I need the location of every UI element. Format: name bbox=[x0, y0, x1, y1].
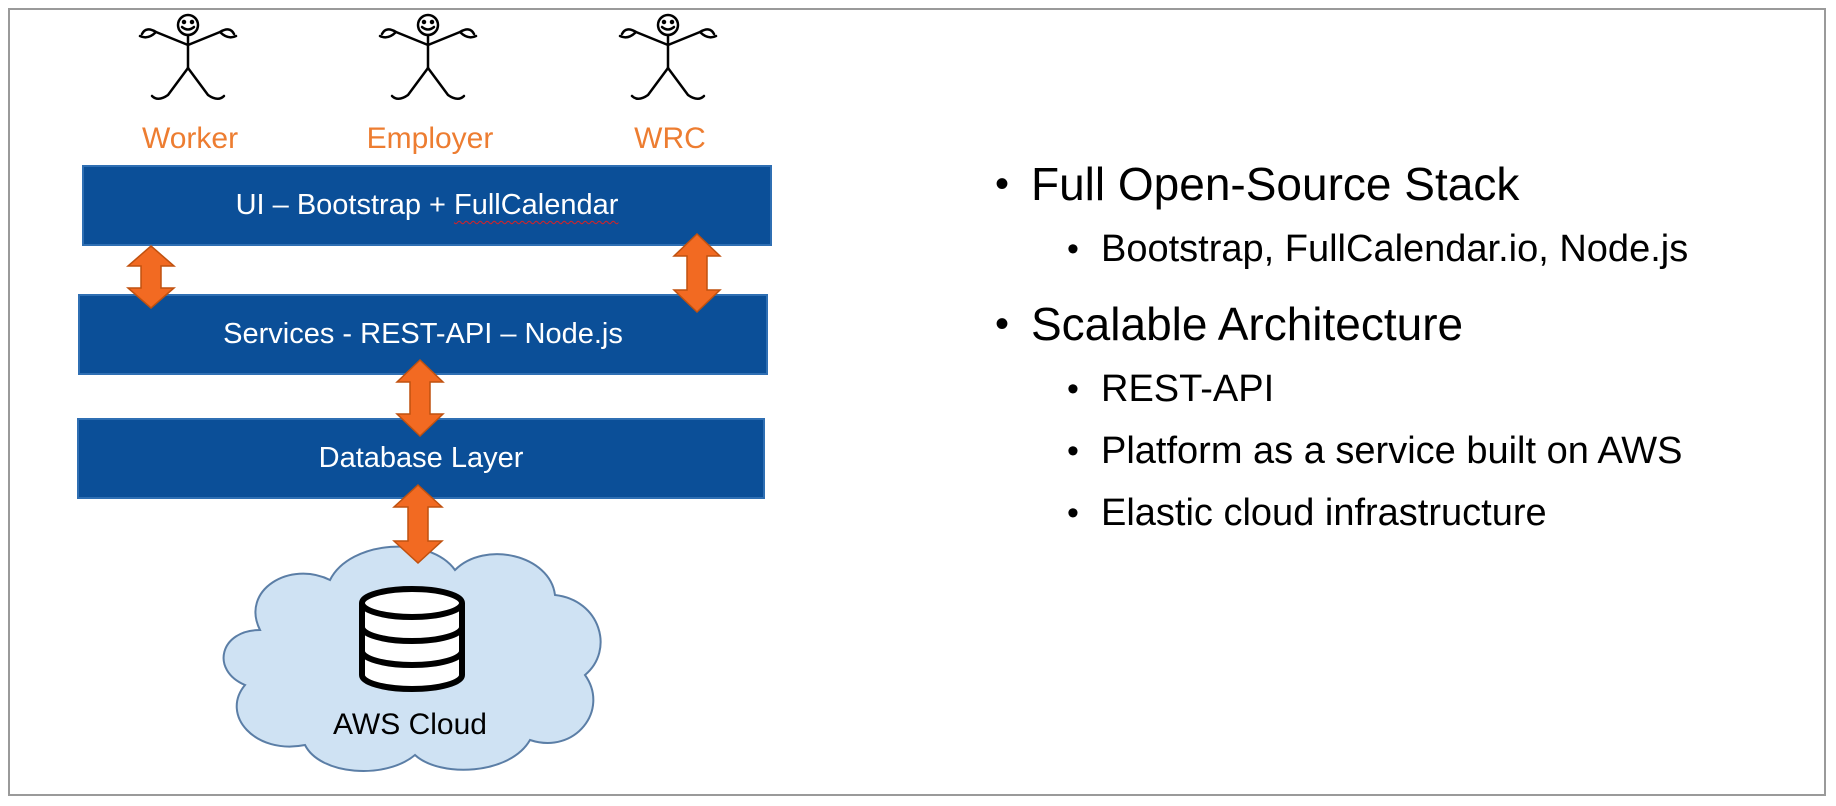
aws-cloud-label: AWS Cloud bbox=[333, 708, 487, 741]
worker-stick-figure-icon bbox=[138, 13, 238, 100]
ui-layer-label-prefix: UI – Bootstrap + bbox=[235, 189, 454, 221]
employer-stick-figure-icon bbox=[378, 13, 478, 100]
bullet-dot: • bbox=[995, 162, 1010, 206]
sub-bullet-stack-components: • Bootstrap, FullCalendar.io, Node.js bbox=[995, 218, 1815, 280]
bullet-dot: • bbox=[995, 302, 1010, 346]
ui-layer-label-fullcalendar: FullCalendar bbox=[454, 189, 619, 221]
database-layer-label: Database Layer bbox=[318, 442, 524, 474]
sub-bullet-rest-api: • REST-API bbox=[995, 358, 1815, 420]
wrc-stick-figure-icon bbox=[618, 13, 718, 100]
ui-layer-label: UI – Bootstrap + FullCalendar bbox=[236, 189, 619, 222]
ui-layer-box: UI – Bootstrap + FullCalendar bbox=[82, 165, 772, 246]
bullet-open-source-stack: • Full Open-Source Stack bbox=[995, 150, 1815, 218]
sub-bullet-label: Bootstrap, FullCalendar.io, Node.js bbox=[1101, 228, 1689, 270]
sub-bullet-dot: • bbox=[1067, 494, 1079, 532]
services-database-arrow-icon bbox=[395, 358, 445, 438]
database-icon bbox=[359, 586, 465, 692]
feature-bullet-list: • Full Open-Source Stack • Bootstrap, Fu… bbox=[995, 150, 1815, 544]
bullet-scalable-architecture: • Scalable Architecture bbox=[995, 290, 1815, 358]
ui-services-left-arrow-icon bbox=[126, 245, 176, 309]
sub-bullet-dot: • bbox=[1067, 230, 1079, 268]
bullet-label: Full Open-Source Stack bbox=[1031, 158, 1520, 210]
sub-bullet-dot: • bbox=[1067, 432, 1079, 470]
database-cloud-arrow-icon bbox=[392, 483, 444, 565]
slide-frame bbox=[8, 8, 1826, 796]
sub-bullet-dot: • bbox=[1067, 370, 1079, 408]
sub-bullet-elastic-cloud: • Elastic cloud infrastructure bbox=[995, 482, 1815, 544]
sub-bullet-platform-aws: • Platform as a service built on AWS bbox=[995, 420, 1815, 482]
bullet-label: Scalable Architecture bbox=[1031, 298, 1464, 350]
services-layer-label: Services - REST-API – Node.js bbox=[223, 318, 623, 350]
ui-services-right-arrow-icon bbox=[672, 232, 722, 314]
sub-bullet-label: REST-API bbox=[1101, 368, 1275, 410]
actor-label-worker: Worker bbox=[141, 122, 239, 155]
actor-label-employer: Employer bbox=[366, 122, 494, 155]
sub-bullet-label: Platform as a service built on AWS bbox=[1101, 430, 1683, 472]
actor-label-wrc: WRC bbox=[634, 122, 706, 155]
sub-bullet-label: Elastic cloud infrastructure bbox=[1101, 492, 1547, 534]
